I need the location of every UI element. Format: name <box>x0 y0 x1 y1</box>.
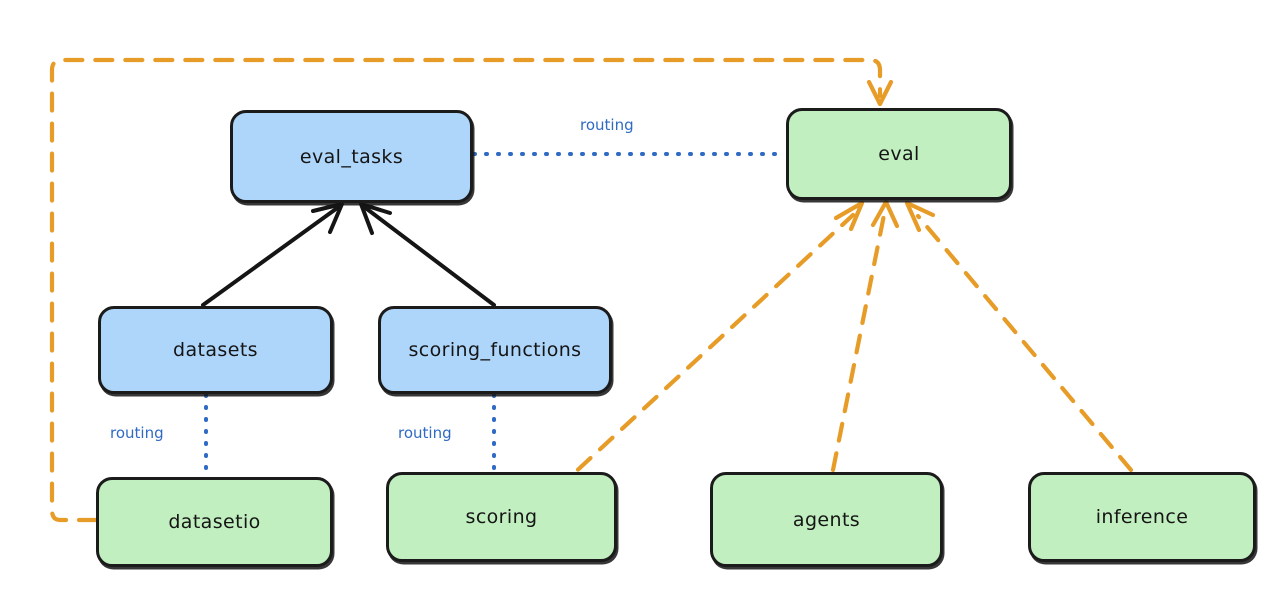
edge-label-routing-eval-tasks: routing <box>580 116 634 134</box>
node-label-eval-tasks: eval_tasks <box>299 145 404 168</box>
node-label-scoring: scoring <box>465 506 538 528</box>
node-datasets[interactable]: datasets <box>98 306 333 394</box>
edge-inference-to-eval <box>904 200 1134 473</box>
edge-scoring_functions-to-eval_tasks <box>359 202 496 307</box>
edge-scoring-to-eval <box>553 200 865 493</box>
node-datasetio[interactable]: datasetio <box>96 477 333 567</box>
node-scoring[interactable]: scoring <box>386 472 617 562</box>
edge-label-routing-scoring-functions: routing <box>398 424 452 442</box>
node-scoring-functions[interactable]: scoring_functions <box>378 306 612 394</box>
edge-datasets-to-eval_tasks <box>201 202 344 307</box>
node-label-eval: eval <box>878 143 920 165</box>
node-label-datasets: datasets <box>173 339 258 361</box>
edge-datasetio-to-eval <box>49 57 894 523</box>
edge-agents-to-eval <box>830 199 900 473</box>
node-label-inference: inference <box>1095 506 1189 528</box>
node-eval-tasks[interactable]: eval_tasks <box>230 110 473 203</box>
node-inference[interactable]: inference <box>1028 472 1256 562</box>
edge-label-routing-datasets: routing <box>110 424 164 442</box>
node-agents[interactable]: agents <box>710 472 943 567</box>
node-eval[interactable]: eval <box>786 108 1012 200</box>
node-label-scoring-functions: scoring_functions <box>408 339 582 361</box>
node-label-agents: agents <box>792 508 861 531</box>
node-label-datasetio: datasetio <box>168 511 261 533</box>
